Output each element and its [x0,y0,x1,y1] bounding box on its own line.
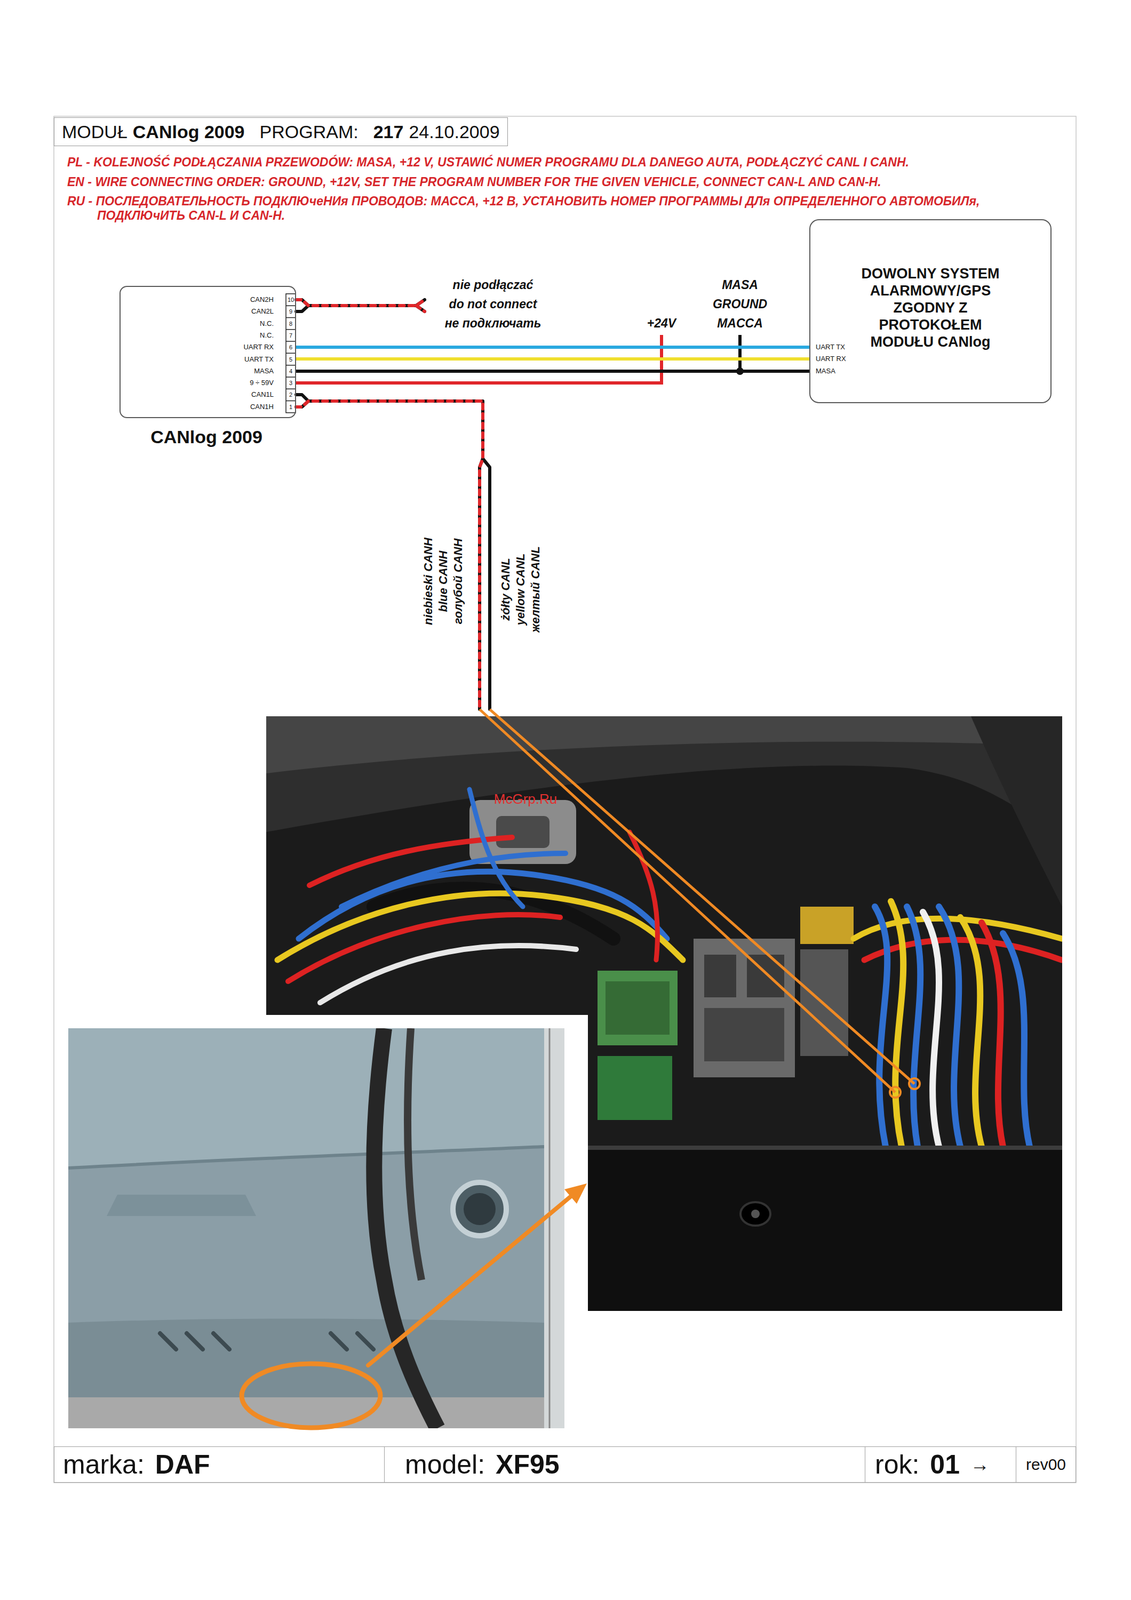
watermark: McGrp.Ru [494,791,557,808]
pin-name: CAN1H [120,402,274,412]
dashboard-photo [68,1028,565,1429]
wire-color-label: yellow CANL [513,509,529,670]
pin-number: 4 [285,366,296,377]
system-title: DOWOLNY SYSTEM ALARMOWY/GPS ZGODNY Z PRO… [850,265,1011,351]
footer-value: XF95 [495,1449,560,1481]
pin-number: 9 [285,306,296,317]
pin-number: 3 [285,378,296,388]
footer-value: DAF [155,1449,211,1481]
pin-number: 10 [285,295,296,305]
program-header-box: MODUŁCANlog 2009 PROGRAM: 21724.10.2009 [53,117,508,147]
orange-leader-lines [479,709,920,1098]
do-not-connect-note: не подключать [444,315,542,331]
pin-name: N.C. [120,319,274,329]
wire-color-group: niebieski CANHblue CANHголубой CANH [420,501,466,662]
module-name: CANlog 2009 [132,121,245,143]
program-date: 24.10.2009 [408,121,500,143]
footer-arrow: → [970,1453,990,1477]
program-word: PROGRAM: [259,121,359,143]
signal-wire [296,345,810,349]
ground-branch [738,335,742,372]
signal-wire [296,357,810,361]
instruction-text: PL - KOLEJNOŚĆ PODŁĄCZANIA PRZEWODÓW: MA… [67,155,910,170]
pin-name: UART TX [120,354,274,365]
location-callout [241,1183,587,1429]
do-not-connect-note: do not connect [449,296,538,312]
do-not-connect-note: nie podłączać [452,277,534,293]
footer-label: rok: [874,1449,920,1481]
pin-name: MASA [120,366,274,377]
pin-name: CAN2H [120,295,274,305]
pin-number: 7 [285,330,296,341]
ground-label: MACCA [717,315,763,331]
canlog-module-box: CANlog 2009CAN2HCAN2LN.C.N.C.UART RXUART… [119,285,297,419]
instruction-text: EN - WIRE CONNECTING ORDER: GROUND, +12V… [67,174,882,190]
can2-twisted-pair [296,299,425,312]
wire-color-label: niebieski CANH [420,501,436,662]
pin-name: N.C. [120,330,274,341]
voltage-label: +24V [647,315,676,331]
footer-label: model: [404,1449,485,1481]
revision-label: rev00 [1025,1455,1066,1475]
pin-number: 1 [285,402,296,412]
wire-color-label: голубой CANH [450,501,466,662]
ground-label: MASA [721,277,759,293]
program-number: 217 [373,121,404,143]
port-name: UART RX [815,354,847,364]
pin-number: 8 [285,319,296,329]
footer-cell: rev00 [1016,1446,1077,1484]
pin-name: UART RX [120,342,274,353]
footer-cell: rok: 01 → [865,1446,1017,1484]
pin-name: 9 ÷ 59V [120,378,274,388]
port-name: MASA [815,366,836,377]
pin-name: CAN2L [120,306,274,317]
pin-number: 5 [285,354,296,365]
pin-strip [285,293,296,413]
port-name: UART TX [815,342,846,353]
pin-number: 6 [285,342,296,353]
pin-number: 2 [285,389,296,400]
module-title: CANlog 2009 [120,426,293,448]
pin-name: CAN1L [120,389,274,400]
signal-wire [296,369,810,373]
footer-cell: marka: DAF [53,1446,385,1484]
module-word: MODUŁ [61,121,128,143]
footer-cell: model: XF95 [384,1446,866,1484]
ground-label: GROUND [712,296,768,312]
wire-color-group: żółty CANLyellow CANLжелтый CANL [498,509,544,670]
wire-color-label: blue CANH [435,501,451,662]
can1-twisted-pair [296,394,490,710]
page-frame [53,116,1077,1484]
wire-color-label: żółty CANL [498,509,514,670]
footer-value: 01 [929,1449,960,1481]
alarm-system-box: DOWOLNY SYSTEM ALARMOWY/GPS ZGODNY Z PRO… [809,219,1052,404]
footer-label: marka: [62,1449,145,1481]
wire-color-label: желтый CANL [528,509,544,670]
instruction-text: RU - ПОСЛЕДОВАТЕЛЬНОСТЬ ПОДКЛЮчеНИя ПРОВ… [67,194,1071,223]
